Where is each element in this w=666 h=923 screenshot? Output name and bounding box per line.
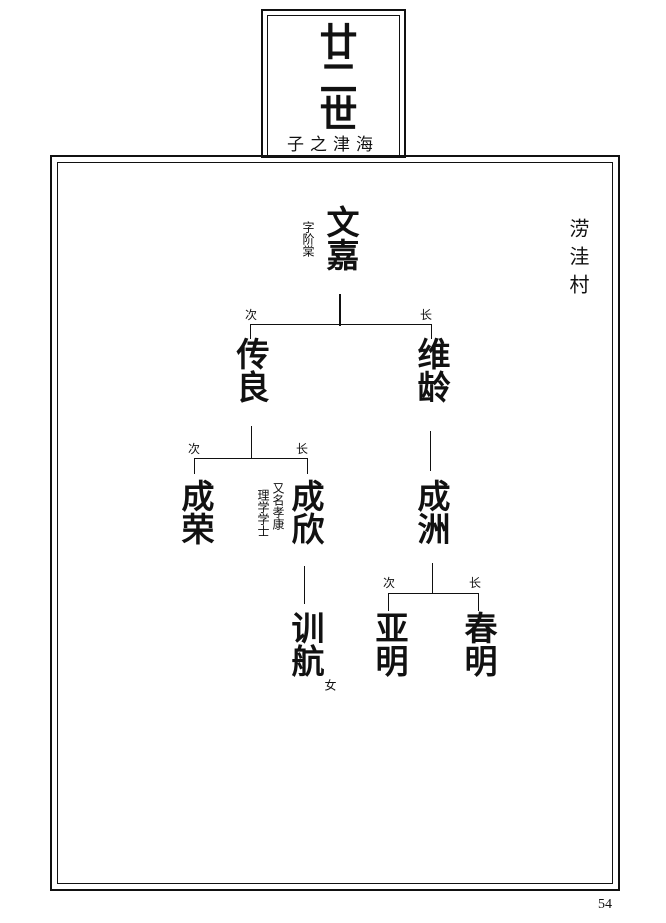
person-yaming: 亚明 (370, 611, 409, 677)
rank-label: 次 (188, 442, 201, 456)
page-number: 54 (598, 897, 612, 912)
line-chengxin-down (304, 566, 305, 604)
line-level2-horizontal (194, 458, 308, 459)
chengxin-degree-note: 理学学士 (256, 489, 270, 537)
line-to-chengxin (307, 458, 308, 474)
line-chuanliang-down (251, 426, 252, 458)
generation-tab-border (261, 9, 406, 158)
person-chengrong: 成荣 (176, 479, 215, 545)
village-name: 涝洼村 (566, 218, 590, 302)
page-frame-inner (57, 162, 613, 884)
rank-label: 长 (296, 442, 309, 456)
line-to-chuanliang (250, 324, 251, 339)
generation-subtitle: 子之津海 (287, 135, 379, 155)
line-chengzhou-down (432, 563, 433, 593)
person-xunhang: 训航 (286, 611, 325, 677)
person-weiling: 维龄 (412, 337, 451, 403)
person-chengxin: 成欣 (286, 479, 325, 545)
line-weiling-down (430, 431, 431, 471)
person-chuanliang: 传良 (231, 337, 270, 403)
line-to-chengrong (194, 458, 195, 474)
generation-title: 廿二世 (313, 22, 358, 130)
line-to-weiling (431, 324, 432, 339)
line-level3-horizontal (388, 593, 479, 594)
person-chunming: 春明 (459, 611, 498, 677)
chengxin-alias-note: 又名孝康 (271, 482, 285, 530)
line-wenjia-down (339, 294, 341, 326)
rank-label: 次 (383, 576, 396, 590)
person-chengzhou: 成洲 (412, 479, 451, 545)
line-to-yaming (388, 593, 389, 611)
wenjia-courtesy-note: 字阶棠 (301, 221, 315, 257)
line-to-chunming (478, 593, 479, 611)
xunhang-gender-note: 女 (323, 679, 337, 691)
person-wenjia: 文嘉 (321, 205, 360, 271)
line-level1-horizontal (250, 324, 432, 325)
rank-label: 长 (420, 308, 433, 322)
generation-tab-inner-border (267, 15, 400, 158)
page-frame-outer (50, 155, 620, 891)
rank-label: 次 (245, 308, 258, 322)
rank-label: 长 (469, 576, 482, 590)
